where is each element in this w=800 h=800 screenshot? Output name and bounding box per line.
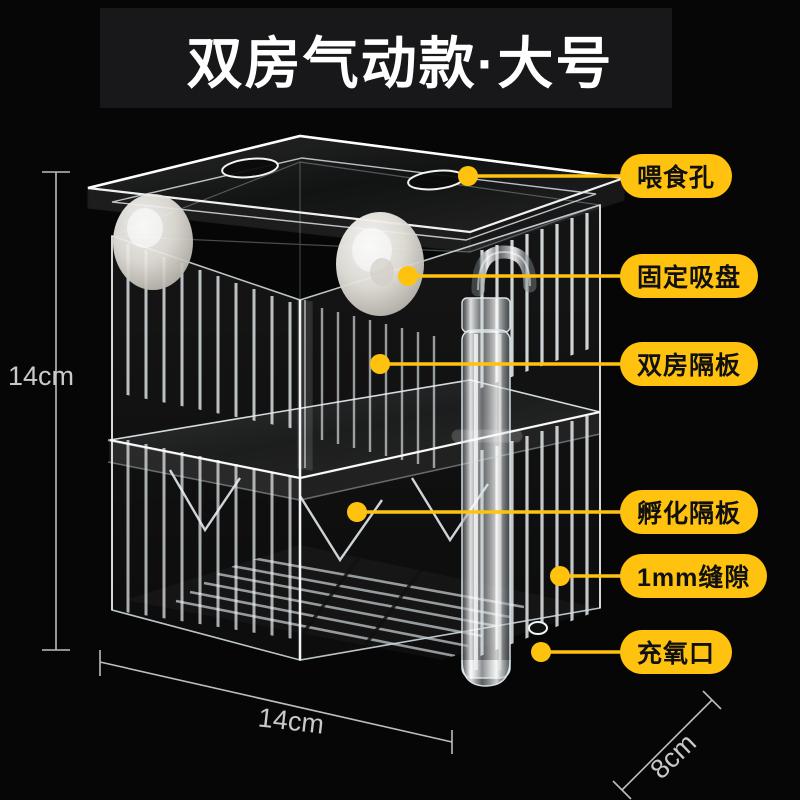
- callout-1mm-gap: 1mm缝隙: [620, 554, 768, 598]
- callout-oxygen-port: 充氧口: [620, 630, 733, 674]
- dimension-width: [99, 650, 453, 754]
- dimension-depth: [612, 690, 722, 800]
- air-tube-oxygen-port: [451, 245, 548, 687]
- suction-cup-icon: [113, 194, 424, 316]
- leader-1: [398, 266, 628, 286]
- title-band: [100, 8, 672, 108]
- callout-label: 充氧口: [620, 630, 733, 674]
- leader-4: [550, 566, 628, 586]
- callout-label: 喂食孔: [620, 154, 733, 198]
- dimension-height: [42, 171, 70, 651]
- dimension-lines: [42, 171, 722, 800]
- box-body: [111, 203, 601, 662]
- callout-hatching-divider: 孵化隔板: [620, 490, 759, 534]
- callout-suction-cup: 固定吸盘: [620, 254, 759, 298]
- page-title: 双房气动款·大号: [186, 31, 614, 95]
- callout-leaders: [347, 166, 628, 662]
- leader-3: [347, 502, 628, 522]
- callout-double-chamber-divider: 双房隔板: [620, 342, 759, 386]
- feeding-hole-icon: [221, 157, 465, 191]
- leader-0: [458, 166, 628, 186]
- callout-feeding-hole: 喂食孔: [620, 154, 733, 198]
- callout-label: 固定吸盘: [620, 254, 759, 298]
- leader-5: [531, 642, 628, 662]
- callout-label: 孵化隔板: [620, 490, 759, 534]
- middle-rim-band: [107, 410, 601, 501]
- callout-label: 1mm缝隙: [620, 554, 768, 598]
- leader-2: [370, 354, 628, 374]
- callout-label: 双房隔板: [620, 342, 759, 386]
- dimension-label-height: 14cm: [8, 361, 75, 391]
